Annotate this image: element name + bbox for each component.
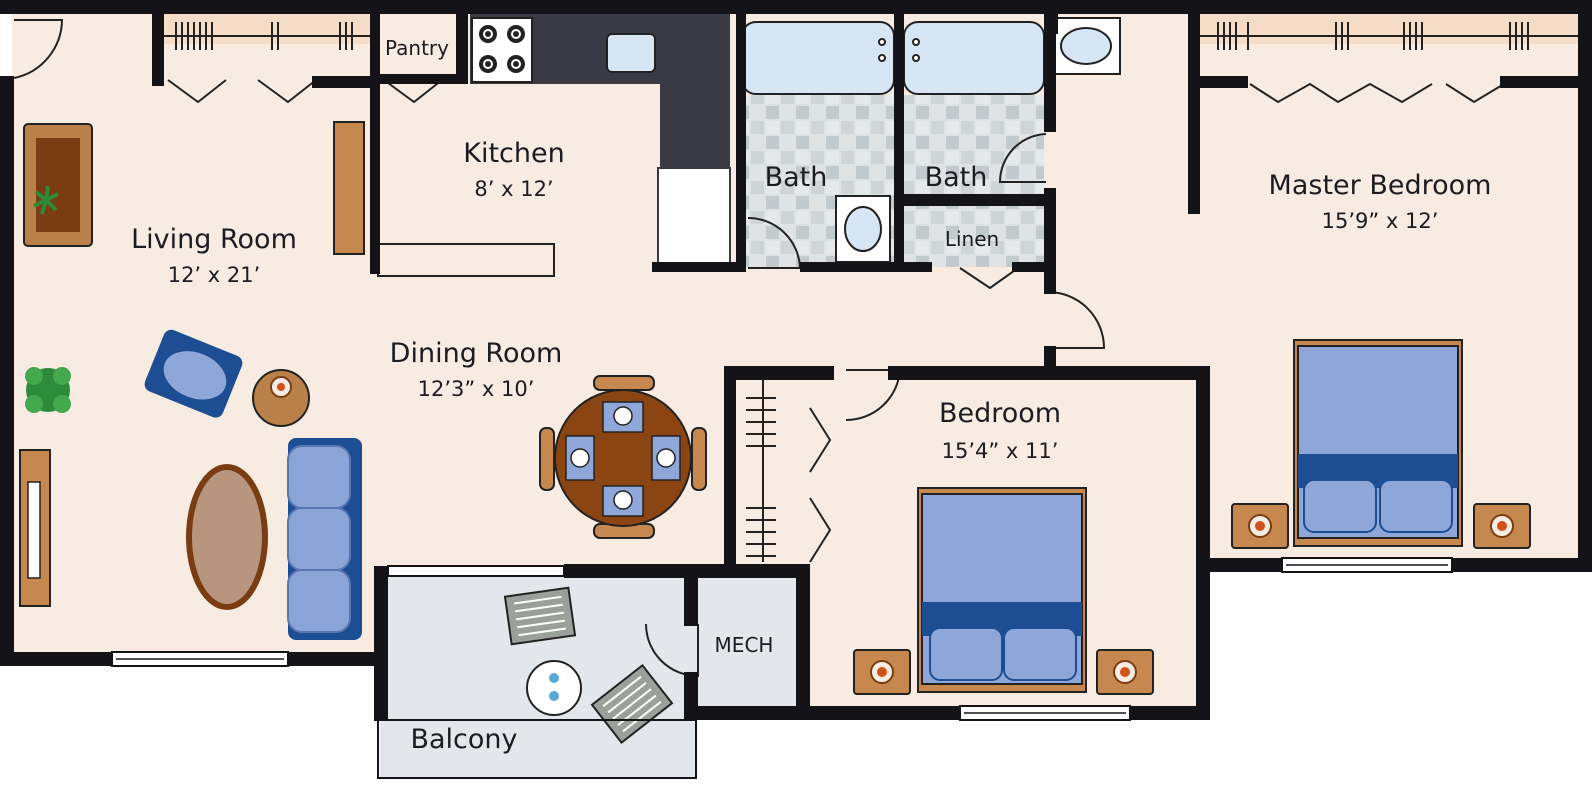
dining-room-name: Dining Room: [390, 338, 563, 369]
living-furniture: [19, 121, 365, 640]
tv-icon: [27, 481, 41, 579]
plates-icon: [570, 406, 676, 510]
master-furniture: [1231, 339, 1531, 549]
living-room-dims: 12’ x 21’: [168, 263, 261, 287]
bath-sink-basin-right: [1060, 27, 1112, 65]
bedroom-name: Bedroom: [939, 398, 1061, 429]
linen-label: Linen: [945, 227, 999, 251]
master-bedroom-name: Master Bedroom: [1269, 170, 1492, 201]
closet-hangers: [160, 22, 1582, 562]
bathtub-faucet-icon: [878, 38, 920, 62]
kitchen-name: Kitchen: [463, 138, 564, 169]
plant-small-icon: [33, 185, 59, 215]
walls: [0, 0, 1592, 721]
balcony-furniture: [503, 586, 674, 745]
bedroom-dims: 15’4” x 11’: [942, 439, 1059, 463]
bath-right-label: Bath: [925, 162, 988, 193]
mech-floor: [690, 578, 800, 708]
dining-table: [554, 389, 692, 527]
mech-label: MECH: [715, 633, 774, 657]
closet-doors: [167, 79, 1505, 563]
stove-burners-icon: [479, 25, 525, 73]
bath-door-swing: [747, 217, 802, 269]
pillow-left: [929, 627, 1003, 681]
dining-set: [539, 375, 707, 539]
living-room-name: Living Room: [131, 224, 297, 255]
lounge-chair-2-icon: [590, 663, 674, 745]
master-bedroom-dims: 15’9” x 12’: [1322, 209, 1439, 233]
pantry-label: Pantry: [385, 36, 449, 60]
balcony-sliding-door: [387, 565, 565, 577]
rug: [186, 464, 268, 610]
master-door-swing: [1047, 291, 1106, 349]
bathtub-left: [741, 21, 895, 95]
armchair-icon: [144, 329, 243, 418]
sofa-icon: [287, 438, 362, 640]
bath2-door-swing: [998, 133, 1047, 183]
fridge: [657, 167, 731, 267]
room-labels: Living Room 12’ x 21’ Kitchen 8’ x 12’ P…: [131, 36, 1491, 755]
bath-left-label: Bath: [765, 162, 828, 193]
bathtub-right: [903, 21, 1045, 95]
kitchen-sink-icon: [606, 33, 656, 73]
floors: [12, 12, 1585, 777]
bedroom-furniture: [853, 487, 1154, 695]
entry-door-swing: [13, 19, 64, 79]
master-pillow-right: [1379, 479, 1453, 533]
bookshelf: [333, 121, 365, 255]
closet-strip-living: [160, 14, 375, 44]
kitchen-fixtures: [377, 14, 731, 277]
door-swings: [13, 19, 1106, 678]
chair-top: [593, 375, 655, 391]
side-table-top: [36, 138, 80, 232]
stove-burner-rings: [483, 29, 521, 69]
kitchen-island: [377, 243, 555, 277]
patio-table: [526, 660, 582, 716]
balcony-label: Balcony: [410, 724, 517, 755]
stove: [471, 17, 533, 83]
dining-room-dims: 12’3” x 10’: [418, 377, 535, 401]
plant-icon: [25, 367, 71, 413]
bath-sink-basin-left: [844, 206, 882, 252]
balcony-rail: [377, 719, 697, 779]
chair-left: [539, 427, 555, 491]
kitchen-dims: 8’ x 12’: [474, 177, 553, 201]
closet-strip-master: [1200, 14, 1582, 44]
pillow-right: [1003, 627, 1077, 681]
chair-right: [691, 427, 707, 491]
master-pillow-left: [1303, 479, 1377, 533]
lounge-chair-icon: [503, 586, 577, 646]
bath-tile-floor: [742, 95, 1044, 267]
